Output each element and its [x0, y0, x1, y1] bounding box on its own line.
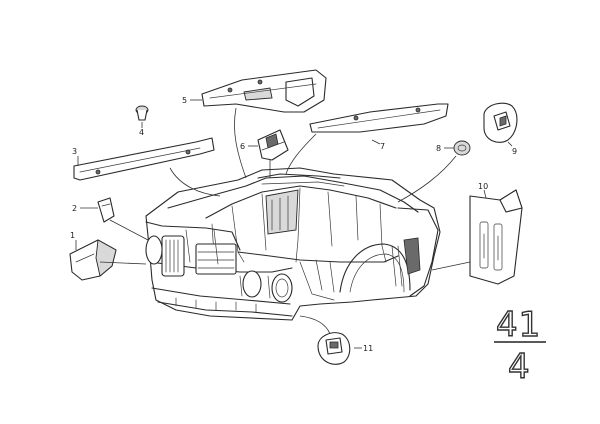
callout-7: 7 [380, 142, 385, 151]
part-5-cross-member [190, 69, 327, 179]
part-7-cowl-strip [285, 103, 449, 175]
part-1-corner-panel [69, 239, 147, 281]
part-3-long-rail [73, 137, 221, 197]
part-8-grommet [397, 140, 471, 203]
group-code-top: 41 [496, 305, 541, 345]
part-4-plug [135, 105, 149, 128]
callout-4: 4 [139, 128, 144, 137]
part-9-clip-detail [483, 102, 518, 147]
callout-5: 5 [182, 96, 187, 105]
part-10-side-panel [431, 189, 523, 285]
part-6-mount-bracket [248, 129, 289, 178]
group-code-badge: 41 4 [494, 304, 546, 388]
callout-8: 8 [436, 144, 441, 153]
part-11-lower-clip [299, 315, 362, 365]
callout-11: 11 [363, 344, 373, 353]
callout-labels: 1 2 3 4 5 6 7 8 9 10 11 [70, 96, 517, 353]
callout-2: 2 [72, 204, 77, 213]
callout-9: 9 [512, 147, 517, 156]
callout-6: 6 [240, 142, 245, 151]
callout-10: 10 [478, 182, 488, 191]
front-body-shell [145, 167, 441, 321]
callout-3: 3 [72, 147, 77, 156]
group-code-bottom: 4 [508, 347, 531, 387]
part-2-bracket [80, 197, 149, 241]
callout-1: 1 [70, 231, 75, 240]
